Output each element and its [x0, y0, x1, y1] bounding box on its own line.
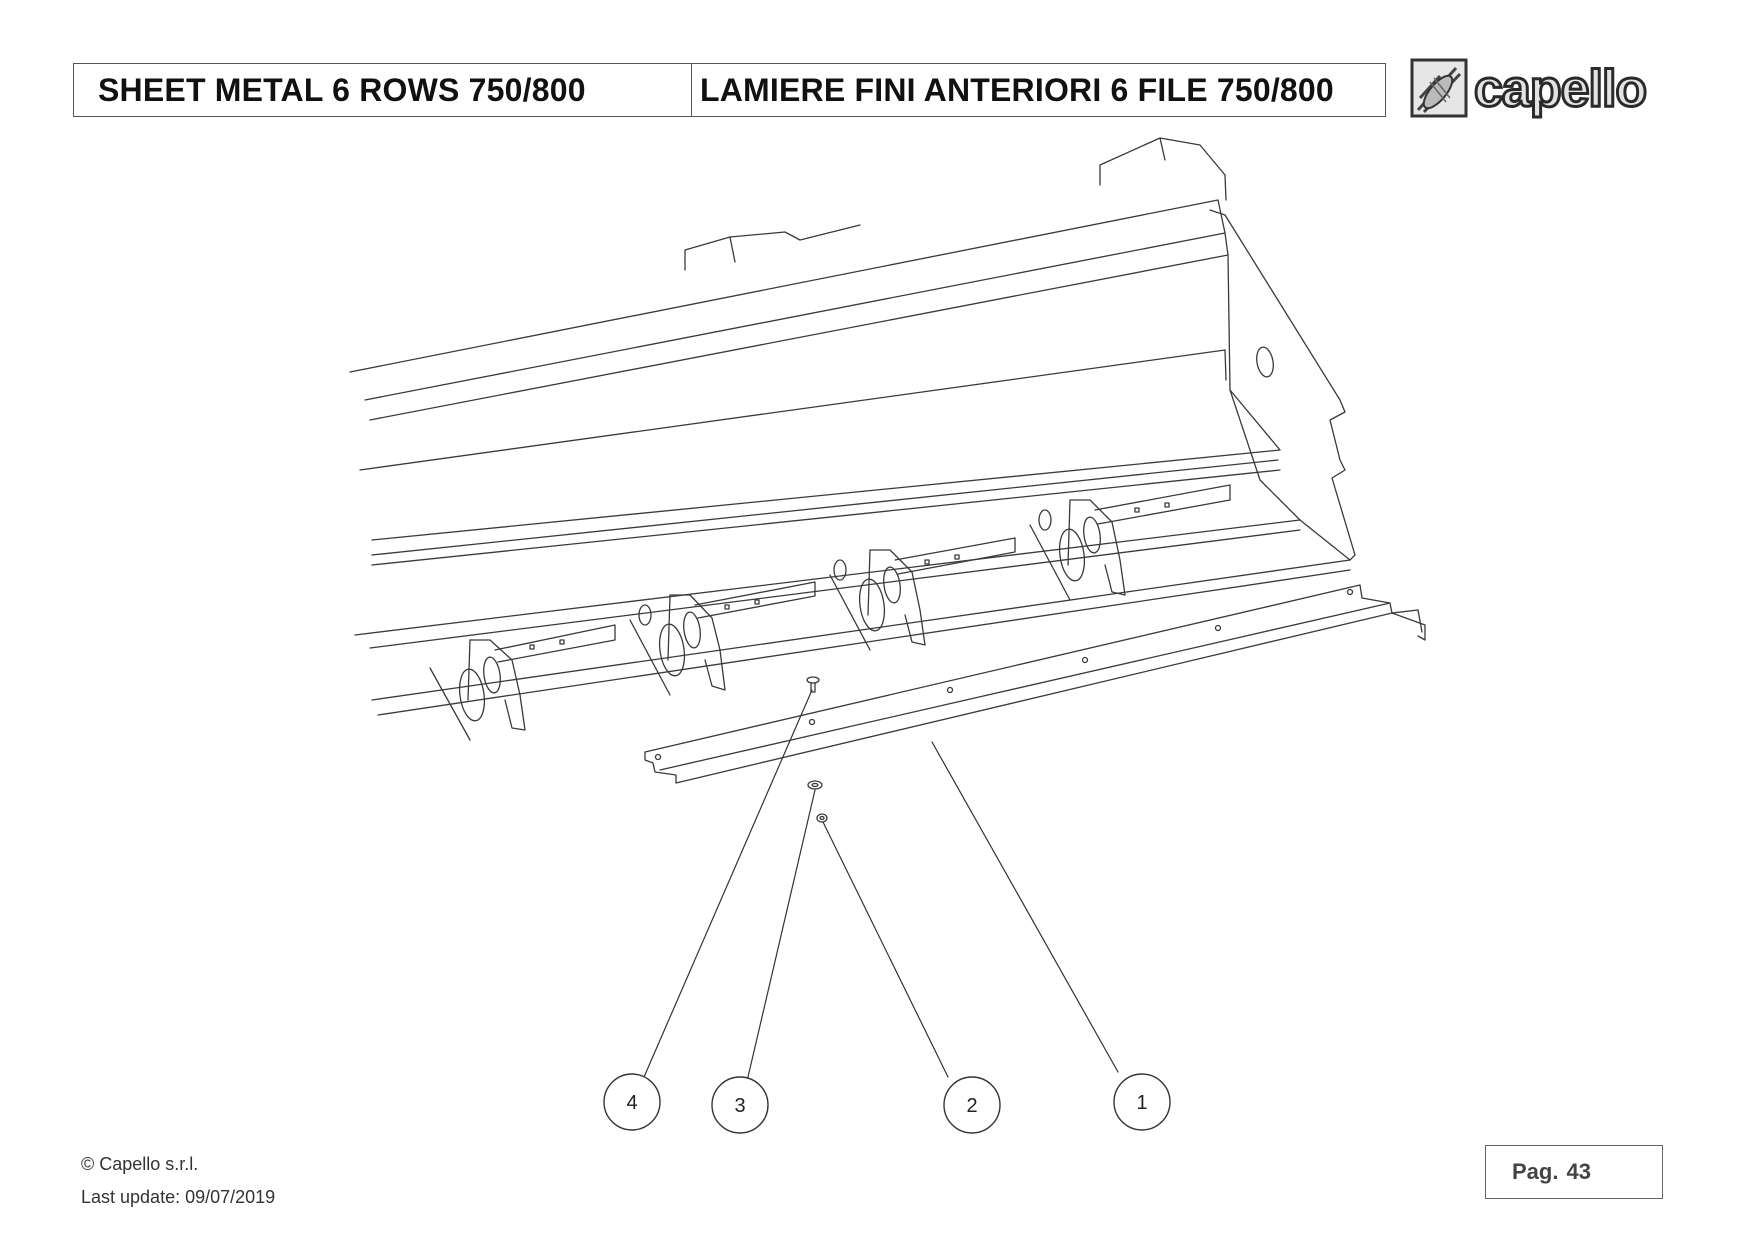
title-italian: LAMIERE FINI ANTERIORI 6 FILE 750/800	[700, 71, 1334, 108]
page-label: Pag.	[1512, 1159, 1559, 1184]
callout-4: 4	[603, 1073, 661, 1131]
header-frame-assembly	[349, 137, 1356, 716]
leader-3	[747, 789, 816, 1078]
copyright-text: © Capello s.r.l.	[81, 1154, 199, 1174]
title-english: SHEET METAL 6 ROWS 750/800	[98, 71, 586, 108]
last-update-text: Last update: 09/07/2019	[81, 1187, 276, 1207]
logo-wordmark: capello	[1474, 60, 1646, 118]
title-block: SHEET METAL 6 ROWS 750/800 LAMIERE FINI …	[73, 63, 1386, 117]
callout-2-number: 2	[966, 1095, 977, 1117]
title-english-cell: SHEET METAL 6 ROWS 750/800	[74, 64, 692, 116]
callout-4-number: 4	[626, 1092, 637, 1114]
callout-1: 1	[1113, 1073, 1171, 1131]
page-number-box: Pag. 43	[1485, 1145, 1663, 1199]
title-italian-cell: LAMIERE FINI ANTERIORI 6 FILE 750/800	[692, 64, 1385, 116]
gathering-units	[429, 484, 1231, 741]
part-4-screw	[806, 676, 820, 693]
leader-4	[643, 689, 813, 1078]
footer-info: © Capello s.r.l. Last update: 09/07/2019	[81, 1148, 275, 1214]
callout-3-number: 3	[734, 1095, 745, 1117]
callout-3: 3	[711, 1076, 769, 1134]
callout-2: 2	[943, 1076, 1001, 1134]
callout-balloons: 4 3 2 1	[603, 1073, 1171, 1134]
leader-lines	[643, 689, 1119, 1078]
leader-2	[822, 821, 949, 1078]
callout-1-number: 1	[1136, 1092, 1147, 1114]
capello-logo: capello	[1410, 58, 1649, 120]
page-number: 43	[1566, 1159, 1591, 1184]
leader-1	[931, 741, 1119, 1073]
corn-cob-icon	[1410, 58, 1468, 118]
part-1-sheet-metal-strip	[644, 584, 1426, 784]
part-2-nut	[816, 813, 828, 823]
part-3-washer	[807, 780, 823, 790]
